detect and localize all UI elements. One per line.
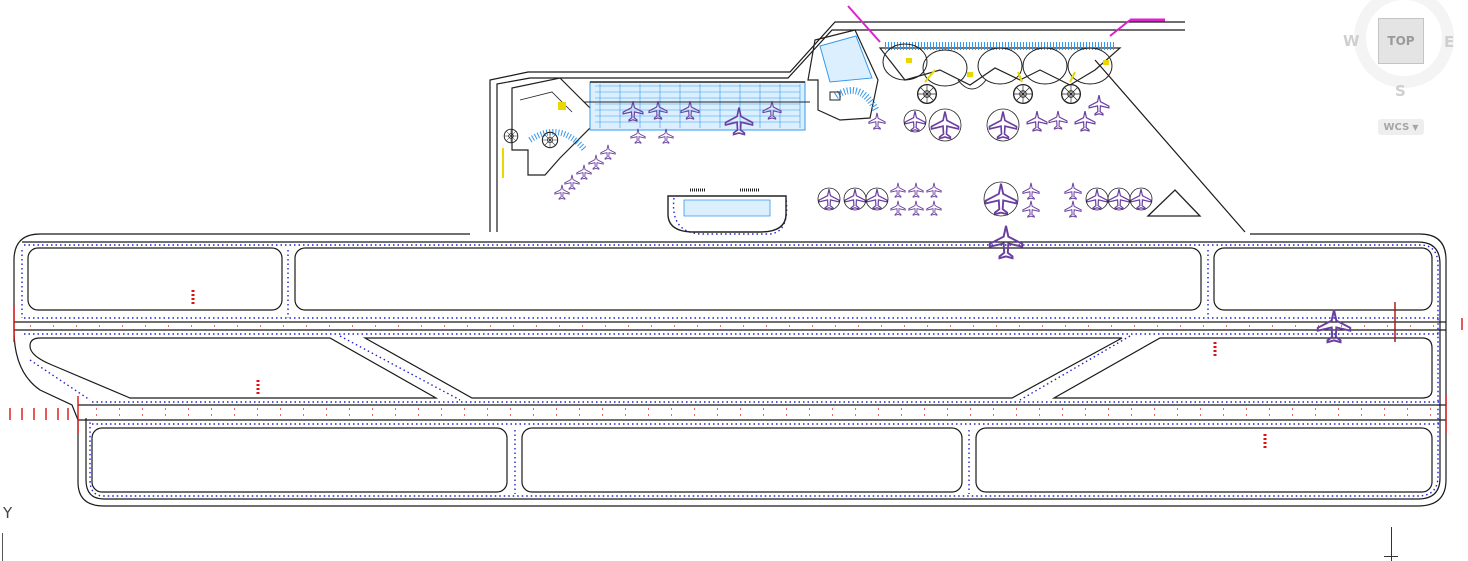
aircraft-icon [564,174,580,190]
apron-triangle [1146,189,1202,217]
aircraft-icon [890,200,906,216]
viewcube[interactable]: TOP W E S WCS ▼ [1340,0,1468,150]
aircraft-icon [600,144,616,160]
viewcube-top-face[interactable]: TOP [1378,18,1424,64]
aircraft-icon [908,182,924,198]
aircraft-icon [576,164,592,180]
aircraft-icon [890,182,906,198]
compass-south[interactable]: S [1395,82,1406,100]
aircraft-icon [1022,182,1040,200]
wcs-label: WCS [1383,121,1410,133]
crosshair-marker-base [1384,556,1398,557]
parked-aircraft [554,94,1352,344]
ucs-y-label: Y [3,504,13,522]
aircraft-icon [984,182,1018,216]
aircraft-icon [926,200,942,216]
compass-east[interactable]: E [1444,33,1455,51]
aircraft-icon [844,188,866,210]
wcs-dropdown[interactable]: WCS ▼ [1378,119,1424,135]
aircraft-icon [1316,308,1352,344]
aircraft-icon [988,110,1018,140]
aircraft-icon [1026,110,1048,132]
remote-terminal [667,188,787,233]
aircraft-icon [1108,188,1130,210]
gate-pier [807,29,880,121]
aircraft-icon [630,128,646,144]
compass-west[interactable]: W [1343,32,1360,50]
aircraft-icon [926,182,942,198]
aircraft-icon [1064,200,1082,218]
airfield-islands [27,247,1433,493]
aircraft-icon [1074,110,1096,132]
airfield-boundary [13,21,1447,507]
aircraft-icon [818,188,840,210]
crosshair-marker [1391,527,1392,561]
aircraft-icon [904,110,926,132]
aircraft-icon [658,128,674,144]
aircraft-icon [908,200,924,216]
cargo-terminal [502,77,601,178]
aircraft-icon [1064,182,1082,200]
aircraft-icon [588,154,604,170]
runway-threshold-marks [9,290,1463,448]
aircraft-icon [866,188,888,210]
aircraft-icon [554,184,570,200]
rotunda-complex [847,5,1165,105]
aircraft-icon [1086,188,1108,210]
aircraft-icon [1022,200,1040,218]
chevron-down-icon: ▼ [1412,122,1419,132]
aircraft-stand-circles [817,108,1153,217]
ucs-icon [2,533,3,561]
main-terminal [584,81,810,131]
aircraft-icon [1088,94,1110,116]
taxiway-lights [21,197,1440,497]
aircraft-icon [1048,110,1068,130]
aircraft-icon [868,112,886,130]
aircraft-icon [930,110,960,140]
aircraft-icon [1130,188,1152,210]
